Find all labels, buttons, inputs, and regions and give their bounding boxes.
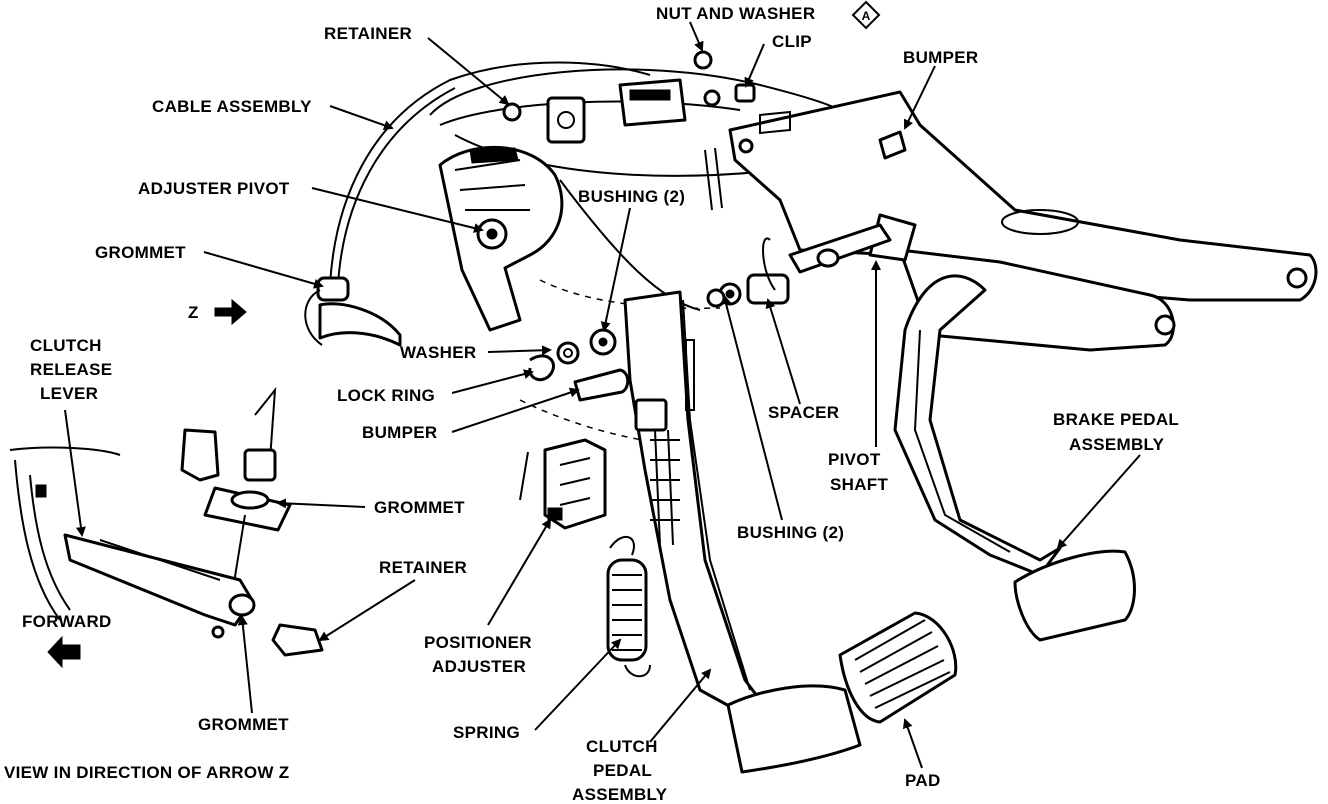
label-pivot-shaft-line2: SHAFT: [830, 475, 888, 494]
pedal-support-bracket-drawing: [728, 90, 1318, 352]
label-bumper-top: BUMPER: [903, 48, 978, 67]
label-positioner-adjuster-line1: POSITIONER: [424, 633, 532, 652]
pad-drawing: [838, 611, 958, 724]
note-symbol-icon: A: [851, 0, 881, 30]
label-adjuster-pivot: ADJUSTER PIVOT: [138, 179, 290, 198]
clutch-pedal-drawing: [623, 290, 862, 774]
label-bushing-upper: BUSHING (2): [578, 187, 685, 206]
label-bushing-lower: BUSHING (2): [737, 523, 844, 542]
forward-arrow-icon: [47, 635, 81, 669]
pedal-mount-tab-drawing: [704, 147, 776, 291]
label-spring: SPRING: [453, 723, 520, 742]
label-brake-pedal-assembly-line1: BRAKE PEDAL: [1053, 410, 1179, 429]
label-clutch-pedal-assembly-line1: CLUTCH: [586, 737, 658, 756]
label-clutch-release-lever-line3: LEVER: [40, 384, 98, 403]
label-positioner-adjuster-line2: ADJUSTER: [432, 657, 526, 676]
label-grommet-upper: GROMMET: [95, 243, 186, 262]
label-washer: WASHER: [400, 343, 476, 362]
label-clutch-pedal-assembly-line3: ASSEMBLY: [572, 785, 668, 804]
label-retainer-top: RETAINER: [324, 24, 412, 43]
label-clutch-release-lever-line1: CLUTCH: [30, 336, 102, 355]
label-clip: CLIP: [772, 32, 812, 51]
firewall-hardware-drawing: [502, 50, 756, 144]
spring-drawing: [606, 536, 651, 678]
leader-lines: [64, 21, 1141, 769]
label-clutch-release-lever-line2: RELEASE: [30, 360, 112, 379]
label-forward: FORWARD: [22, 612, 112, 631]
label-bumper-lower: BUMPER: [362, 423, 437, 442]
label-lock-ring: LOCK RING: [337, 386, 435, 405]
label-grommet-middle: GROMMET: [374, 498, 465, 517]
label-nut-and-washer: NUT AND WASHER: [656, 4, 815, 23]
brake-pedal-drawing: [893, 274, 1136, 642]
label-clutch-pedal-assembly-line2: PEDAL: [593, 761, 652, 780]
adjuster-pivot-drawing: [438, 145, 564, 332]
arrow-z-icon: [214, 298, 247, 326]
note-symbol-letter: A: [862, 9, 871, 23]
label-pivot-shaft-line1: PIVOT: [828, 450, 881, 469]
label-brake-pedal-assembly-line2: ASSEMBLY: [1069, 435, 1165, 454]
pivot-shaft-drawing: [706, 223, 892, 308]
cable-assembly-drawing: [304, 61, 651, 347]
label-spacer: SPACER: [768, 403, 839, 422]
washer-lockring-drawing: [528, 328, 630, 402]
label-pad: PAD: [905, 771, 941, 790]
label-grommet-lower: GROMMET: [198, 715, 289, 734]
label-arrow-z: Z: [188, 303, 199, 322]
positioner-adjuster-drawing: [519, 438, 607, 530]
label-retainer-lower: RETAINER: [379, 558, 467, 577]
label-cable-assembly: CABLE ASSEMBLY: [152, 97, 312, 116]
label-view-caption: VIEW IN DIRECTION OF ARROW Z: [4, 763, 289, 782]
inset-clutch-release-drawing: [9, 386, 324, 657]
